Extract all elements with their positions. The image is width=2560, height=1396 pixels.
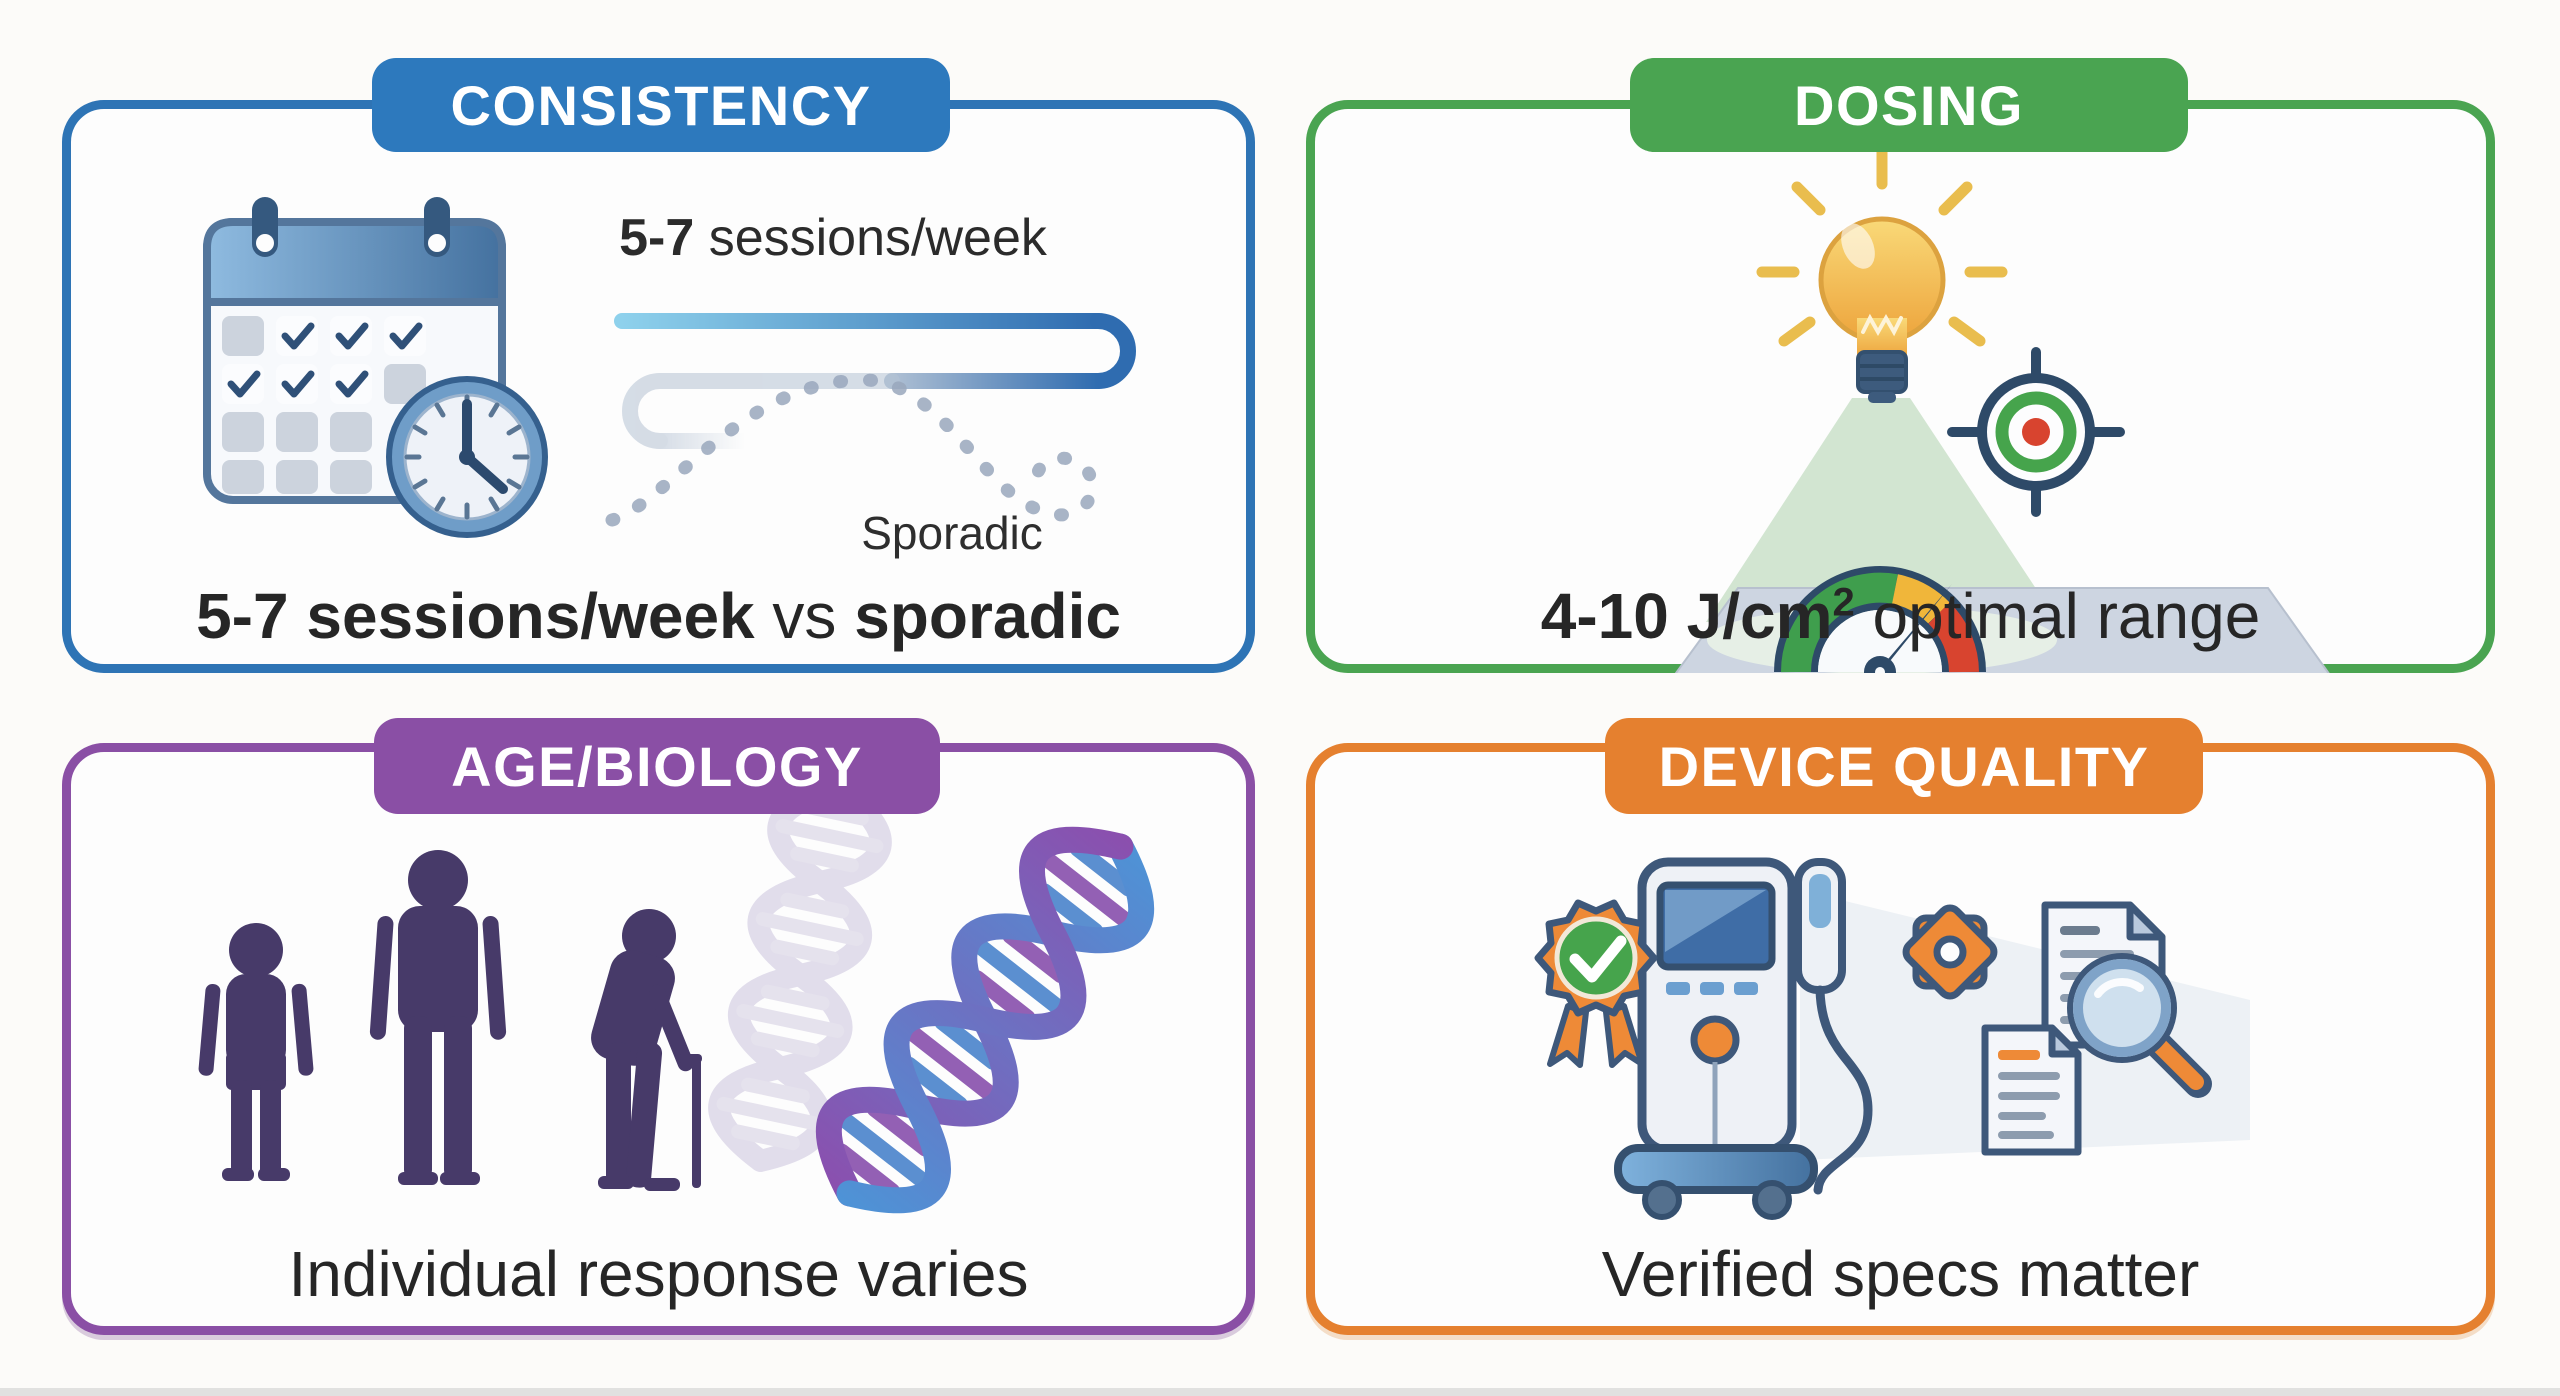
tab-consistency-label: CONSISTENCY [450, 73, 872, 137]
light-cone [1706, 398, 2058, 622]
dosing-caption: 4-10 J/cm2 optimal range [1540, 580, 2261, 652]
target-icon [1947, 347, 2125, 517]
check-icon [1569, 935, 1627, 983]
faint-dna-helix-icon [708, 778, 892, 1172]
tab-device-quality: DEVICE QUALITY [1605, 718, 2203, 814]
steady-line [614, 313, 1136, 449]
consistency-caption: 5-7 sessions/week vs sporadic [196, 580, 1121, 652]
bottom-edge-shadow [0, 1388, 2560, 1396]
light-rays-icon [1756, 146, 2008, 347]
tab-device-quality-label: DEVICE QUALITY [1658, 734, 2150, 798]
clock-icon [386, 376, 548, 538]
lightbulb-icon [1818, 216, 1946, 403]
sporadic-dashed-line [605, 373, 1100, 527]
tab-age-biology: AGE/BIOLOGY [374, 718, 940, 814]
tab-dosing-label: DOSING [1794, 73, 2024, 137]
cane [692, 1058, 701, 1188]
elderly-silhouette [591, 909, 702, 1191]
probe-icon [1794, 858, 1873, 1195]
therapy-device-icon [1614, 857, 1873, 1220]
consistency-art: 5-7 sessions/week Sporadic [203, 197, 1136, 559]
sporadic-label: Sporadic [861, 507, 1043, 559]
dosing-art [1674, 146, 2330, 673]
device-quality-art [1534, 857, 2250, 1220]
age-biology-caption: Individual response varies [288, 1238, 1029, 1310]
certified-badge-icon [1534, 899, 1658, 1068]
steady-line-label: 5-7 sessions/week [619, 209, 1048, 267]
magnifier-icon [2067, 953, 2212, 1098]
child-silhouette [198, 923, 314, 1181]
age-biology-art [198, 778, 1155, 1214]
tab-consistency: CONSISTENCY [372, 58, 950, 152]
dose-gauge-icon [1774, 566, 1986, 673]
adult-silhouette [369, 850, 507, 1185]
tab-dosing: DOSING [1630, 58, 2188, 152]
gear-icon [1902, 904, 1998, 1000]
tab-age-biology-label: AGE/BIOLOGY [451, 734, 863, 798]
document-icon-2 [1981, 1024, 2082, 1156]
dna-helix-icon [815, 826, 1155, 1214]
device-quality-caption: Verified specs matter [1601, 1238, 2200, 1310]
